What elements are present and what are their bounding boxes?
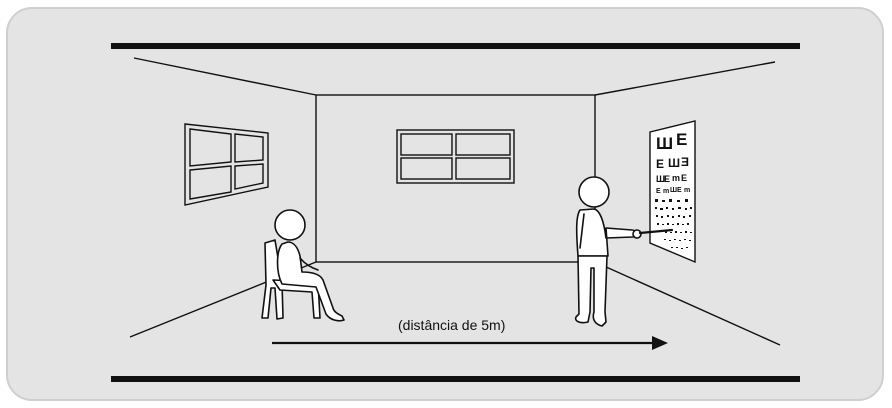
top-bar bbox=[111, 43, 800, 49]
eye-chart: Ш E E Ш Ǝ Ш E m E E m Ш E m bbox=[649, 120, 696, 264]
chart-letter: Ǝ bbox=[681, 155, 689, 169]
chart-letter: m bbox=[684, 187, 690, 194]
patient-body bbox=[276, 241, 345, 322]
chart-letter: E bbox=[656, 188, 661, 195]
ceiling-left-edge bbox=[133, 57, 317, 96]
chart-letter: E bbox=[676, 130, 687, 149]
chart-letter: m bbox=[663, 188, 669, 195]
chart-letter: E bbox=[677, 187, 682, 194]
ceiling-right-edge bbox=[594, 61, 776, 96]
eye-chart-letters: Ш E E Ш Ǝ Ш E m E E m Ш E m bbox=[656, 130, 690, 195]
examiner-legs bbox=[574, 255, 608, 327]
chart-letter: E bbox=[664, 174, 670, 184]
patient-head bbox=[274, 209, 306, 241]
examiner-head bbox=[578, 176, 610, 208]
illustration-panel bbox=[6, 7, 884, 401]
floor-right-edge bbox=[594, 261, 781, 346]
back-window bbox=[396, 129, 515, 184]
chart-letter: Ш bbox=[656, 134, 673, 153]
chart-letter: Ш bbox=[668, 156, 680, 170]
distance-arrow bbox=[272, 336, 668, 350]
chart-letter: E bbox=[681, 173, 687, 183]
seated-patient bbox=[261, 209, 345, 322]
chart-letter: Ш bbox=[670, 187, 677, 194]
examiner-torso bbox=[575, 208, 637, 257]
bottom-bar bbox=[111, 376, 800, 382]
pointer-stick bbox=[638, 228, 674, 235]
left-window bbox=[184, 123, 269, 206]
examiner bbox=[574, 176, 674, 327]
chart-letter: m bbox=[672, 173, 680, 183]
distance-label: (distância de 5m) bbox=[398, 317, 505, 333]
chart-letter: E bbox=[656, 157, 664, 171]
chart-letter: Ш bbox=[656, 174, 665, 184]
